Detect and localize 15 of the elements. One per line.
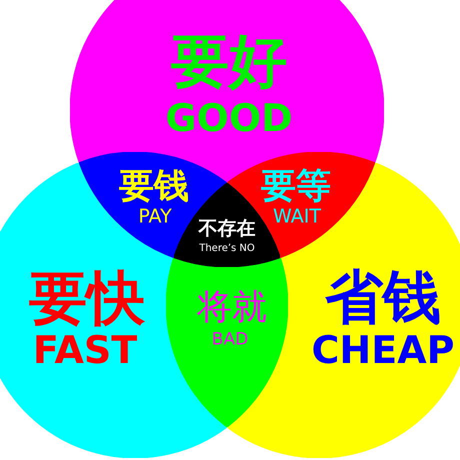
region-title: 将就 bbox=[197, 290, 267, 326]
region-caption: There’s NO bbox=[199, 244, 255, 254]
region-caption: PAY bbox=[138, 208, 172, 226]
region-title: 不存在 bbox=[198, 220, 256, 238]
region-title: 要快 bbox=[29, 269, 145, 327]
region-title: 要钱 bbox=[119, 170, 189, 204]
overlap-region bbox=[166, 258, 288, 427]
region-caption: FAST bbox=[32, 331, 138, 369]
region-caption: WAIT bbox=[273, 208, 321, 226]
region-caption: CHEAP bbox=[312, 331, 454, 369]
region-title: 要好 bbox=[171, 32, 287, 90]
region-caption: GOOD bbox=[165, 99, 293, 137]
region-title: 要等 bbox=[261, 170, 331, 204]
region-title: 省钱 bbox=[325, 268, 441, 326]
region-caption: BAD bbox=[212, 332, 248, 348]
